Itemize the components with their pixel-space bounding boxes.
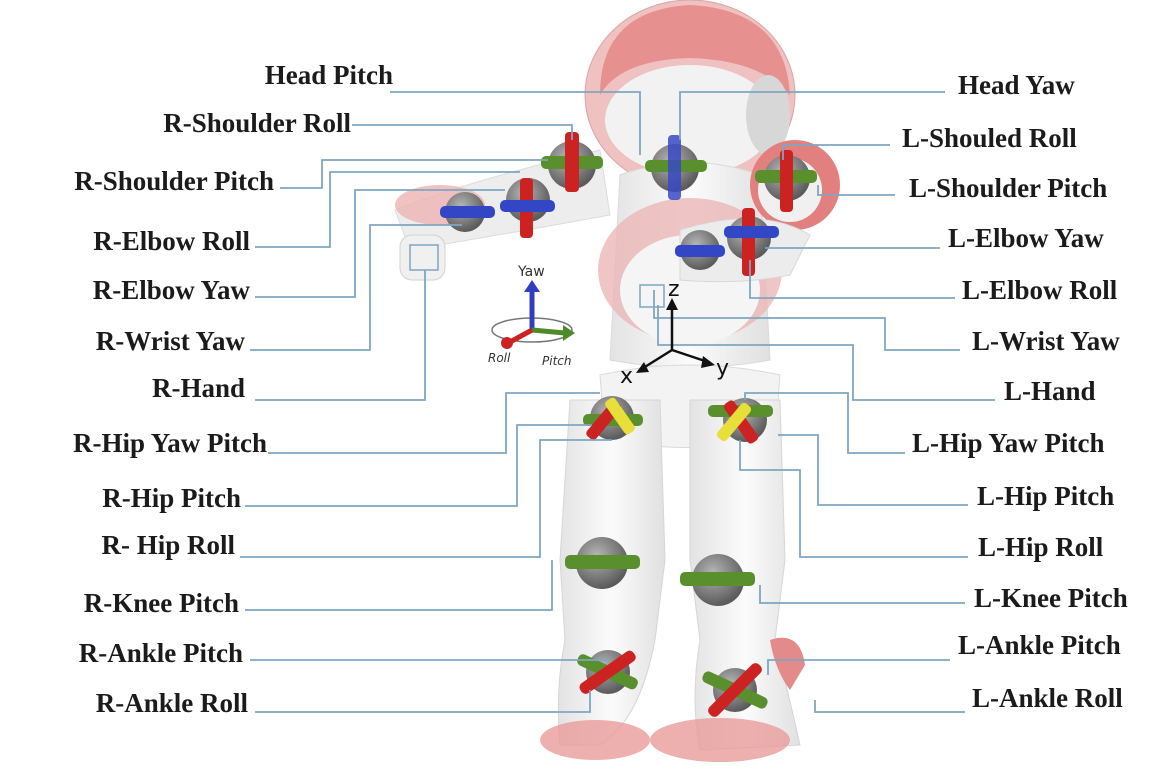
label-l-hip-pitch: L-Hip Pitch xyxy=(977,483,1114,510)
label-l-knee-pitch: L-Knee Pitch xyxy=(974,585,1128,612)
label-l-hip-yaw-pitch: L-Hip Yaw Pitch xyxy=(912,430,1105,457)
label-r-knee-pitch: R-Knee Pitch xyxy=(84,590,239,617)
label-l-elbow-yaw: L-Elbow Yaw xyxy=(948,225,1104,252)
label-r-elbow-roll: R-Elbow Roll xyxy=(93,228,250,255)
label-l-hip-roll: L-Hip Roll xyxy=(978,534,1103,561)
yaw-legend-label: Yaw xyxy=(517,264,545,280)
label-r-hip-pitch: R-Hip Pitch xyxy=(102,485,241,512)
roll-legend-label: Roll xyxy=(488,351,511,365)
label-r-shoulder-pitch: R-Shoulder Pitch xyxy=(74,168,274,195)
label-l-hand: L-Hand xyxy=(1004,378,1096,405)
label-r-elbow-yaw: R-Elbow Yaw xyxy=(93,277,250,304)
pitch-legend-label: Pitch xyxy=(542,354,571,368)
z-axis-label: z xyxy=(668,277,680,302)
robot-body xyxy=(395,0,840,762)
label-l-shoulder-pitch: L-Shoulder Pitch xyxy=(909,175,1107,202)
x-axis-label: x xyxy=(620,364,633,389)
label-r-shoulder-roll: R-Shoulder Roll xyxy=(163,110,351,137)
y-axis-label: y xyxy=(716,356,729,381)
label-l-shoulder-roll: L-Shouled Roll xyxy=(902,125,1077,152)
label-r-hand: R-Hand xyxy=(152,375,245,402)
label-r-hip-roll: R- Hip Roll xyxy=(101,532,235,559)
label-l-ankle-roll: L-Ankle Roll xyxy=(972,685,1123,712)
label-l-ankle-pitch: L-Ankle Pitch xyxy=(958,632,1121,659)
label-head-yaw: Head Yaw xyxy=(958,72,1075,99)
label-l-elbow-roll: L-Elbow Roll xyxy=(962,277,1117,304)
label-r-hip-yaw-pitch: R-Hip Yaw Pitch xyxy=(73,430,267,457)
label-r-ankle-roll: R-Ankle Roll xyxy=(96,690,248,717)
label-r-ankle-pitch: R-Ankle Pitch xyxy=(79,640,243,667)
axis-legend: Yaw Roll Pitch xyxy=(488,264,575,368)
label-l-wrist-yaw: L-Wrist Yaw xyxy=(972,328,1120,355)
label-head-pitch: Head Pitch xyxy=(265,62,393,89)
label-r-wrist-yaw: R-Wrist Yaw xyxy=(96,328,245,355)
